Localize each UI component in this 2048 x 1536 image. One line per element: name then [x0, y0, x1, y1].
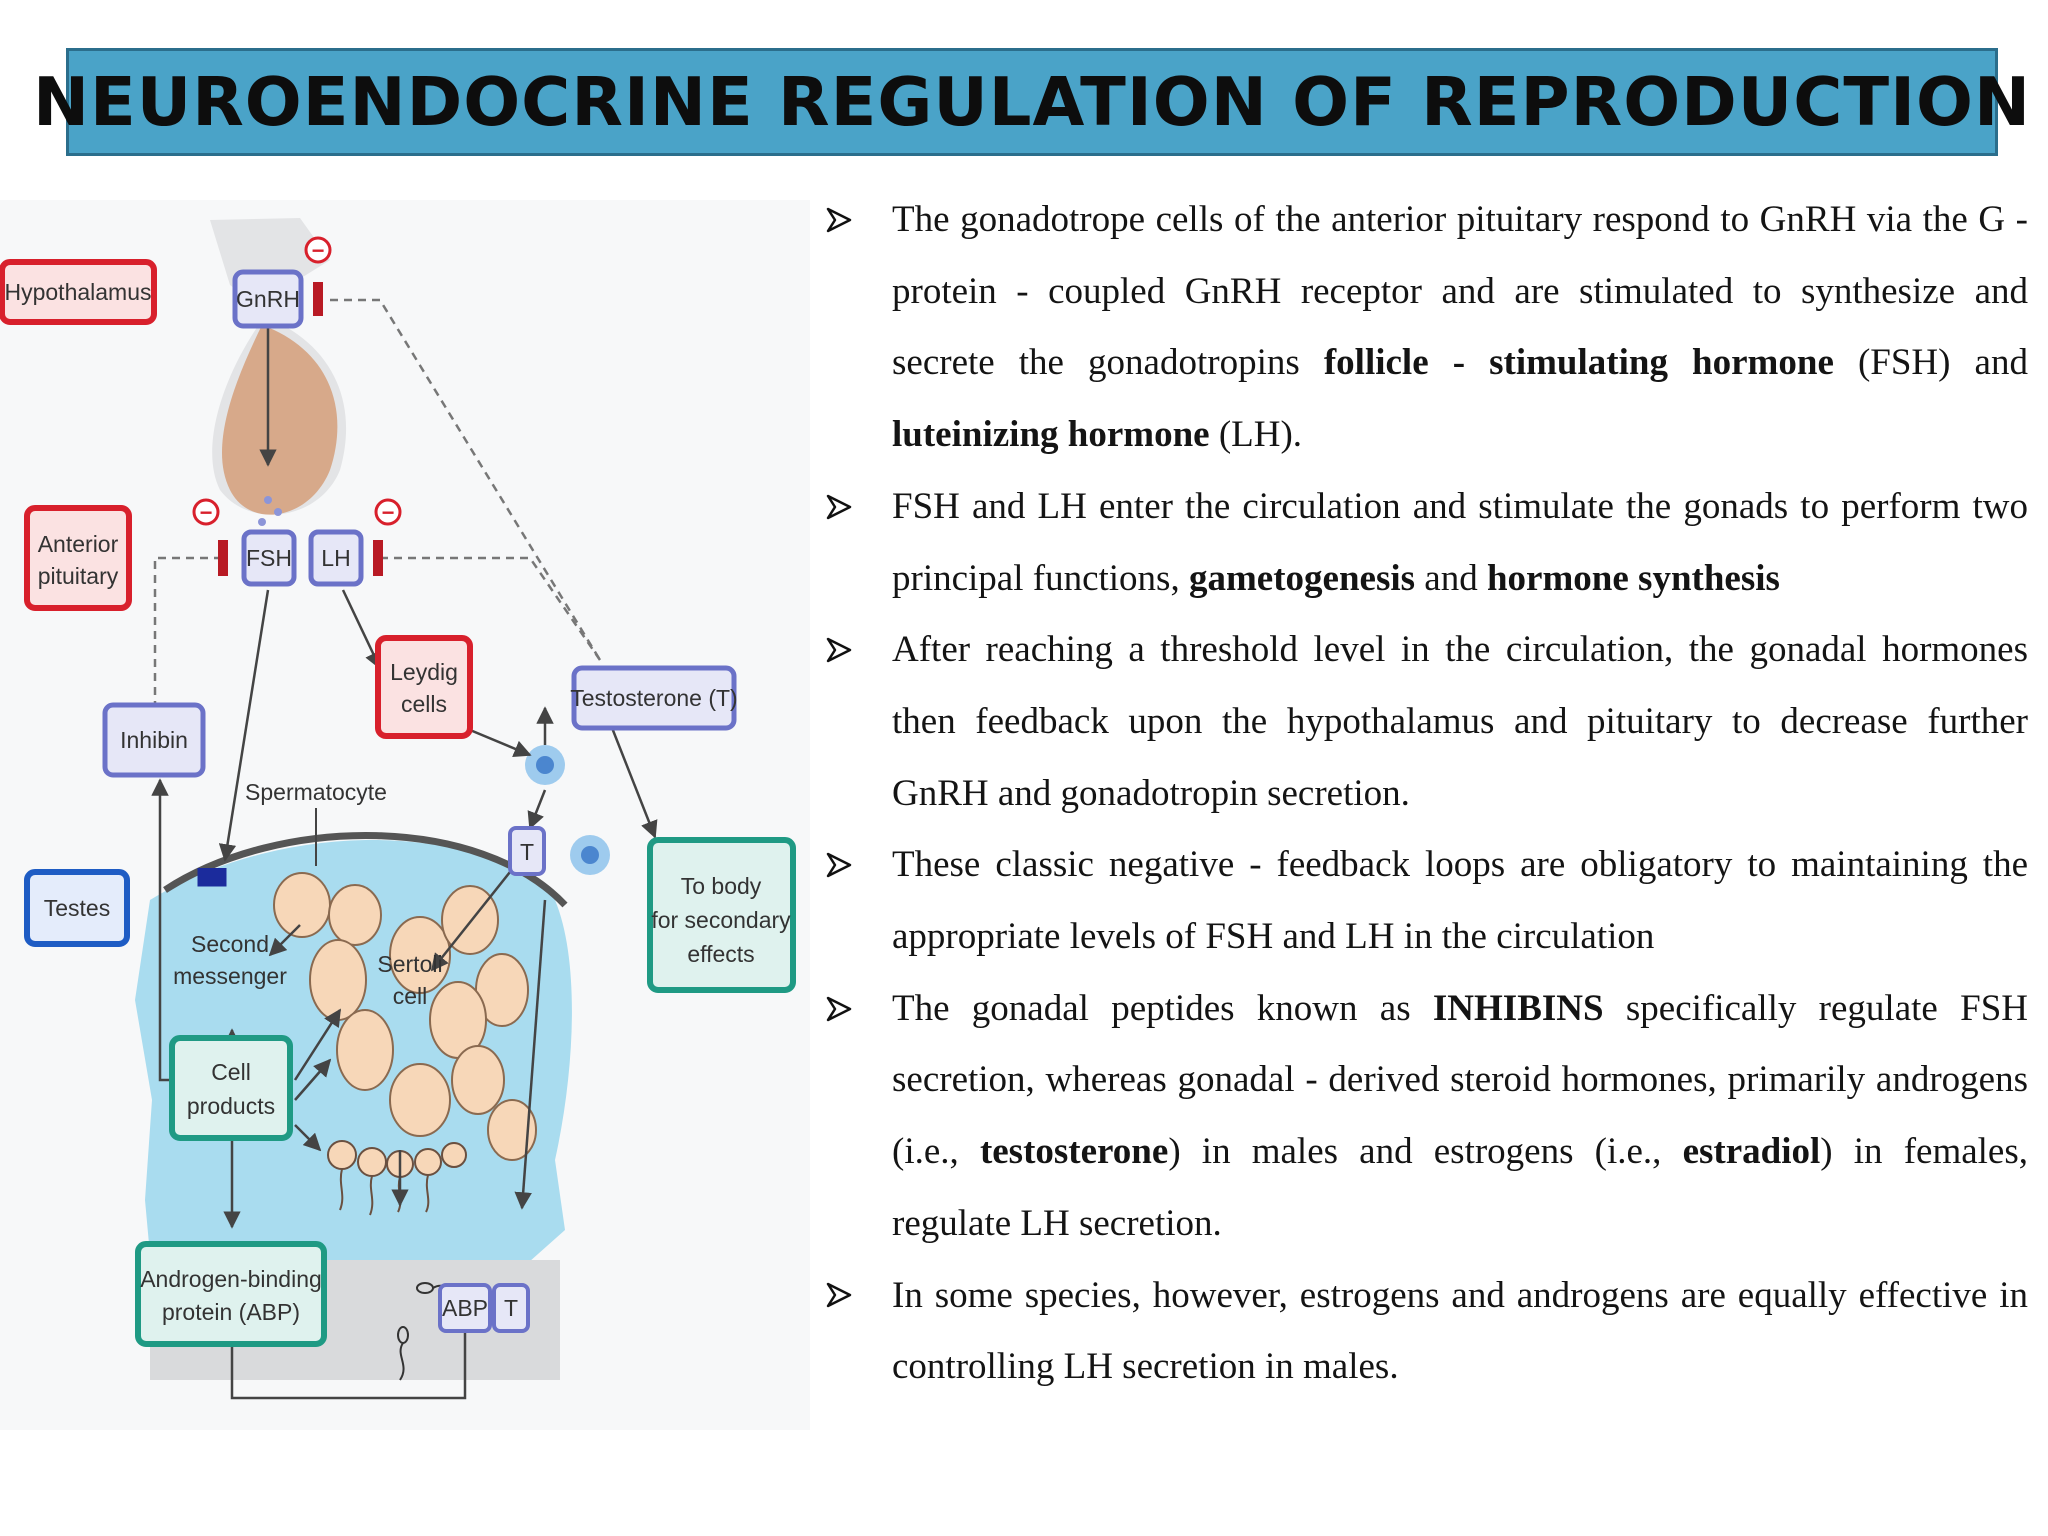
- svg-text:Cell: Cell: [211, 1059, 251, 1085]
- fsh-receptor: [197, 868, 227, 887]
- lh-box: LH: [308, 529, 364, 587]
- t-marker-box: T: [508, 826, 546, 876]
- arrow-bullet-icon: [826, 1260, 862, 1332]
- spermatids: [327, 1140, 467, 1216]
- pituitary-gland: [221, 325, 338, 515]
- svg-text:Inhibin: Inhibin: [120, 727, 188, 753]
- fsh-feedback-block: [218, 540, 228, 576]
- abp-marker-box: ABP: [438, 1283, 492, 1333]
- spermatocyte-label: Spermatocyte: [245, 779, 387, 805]
- reproduction-regulation-diagram: − − − Hypothalamus Anterior pituitary Le…: [0, 200, 810, 1430]
- svg-text:effects: effects: [687, 941, 754, 967]
- gnrh-feedback-block: [313, 282, 323, 316]
- svg-text:−: −: [200, 500, 213, 525]
- sertoli-cell-label-1: Sertoli: [377, 951, 442, 977]
- bullet-item: The gonadotrope cells of the anterior pi…: [826, 184, 2028, 471]
- fsh-box: FSH: [241, 529, 297, 587]
- lh-feedback-block: [373, 540, 383, 576]
- feedback-line-gnrh: [330, 298, 602, 661]
- svg-text:GnRH: GnRH: [236, 286, 300, 312]
- inhibition-symbol-fsh: −: [192, 498, 220, 526]
- svg-text:Testes: Testes: [44, 895, 110, 921]
- bullet-text: FSH and LH enter the circulation and sti…: [892, 485, 2028, 599]
- svg-text:Leydig: Leydig: [390, 659, 458, 685]
- bullet-text: In some species, however, estrogens and …: [892, 1274, 2028, 1388]
- testosterone-box: Testosterone (T): [570, 665, 738, 731]
- slide-title: NEUROENDOCRINE REGULATION OF REPRODUCTIO…: [32, 63, 2032, 141]
- testosterone-particle: [570, 835, 610, 875]
- bullet-list: The gonadotrope cells of the anterior pi…: [826, 184, 2028, 1403]
- sertoli-cell-label-2: cell: [393, 983, 428, 1009]
- svg-text:T: T: [504, 1295, 518, 1321]
- second-messenger-label-1: Second: [191, 931, 269, 957]
- svg-text:Anterior: Anterior: [38, 531, 119, 557]
- title-banner: NEUROENDOCRINE REGULATION OF REPRODUCTIO…: [33, 48, 2030, 156]
- t-lumen-marker-box: T: [492, 1283, 530, 1333]
- arrow-bullet-icon: [826, 184, 862, 256]
- gnrh-box: GnRH: [232, 269, 304, 329]
- svg-text:Androgen-binding: Androgen-binding: [140, 1266, 322, 1292]
- bullet-text: The gonadal peptides known as INHIBINS s…: [892, 987, 2029, 1244]
- svg-text:Testosterone (T): Testosterone (T): [570, 685, 737, 711]
- testes-label: Testes: [24, 869, 130, 947]
- arrow-bullet-icon: [826, 471, 862, 543]
- svg-text:cells: cells: [401, 691, 447, 717]
- bullet-item: After reaching a threshold level in the …: [826, 614, 2028, 829]
- germ-cells: [273, 872, 537, 1161]
- diagram-svg: − − − Hypothalamus Anterior pituitary Le…: [0, 200, 810, 1430]
- inhibin-box: Inhibin: [102, 702, 206, 778]
- inhibition-symbol-gnrh: −: [304, 236, 332, 264]
- feedback-line-lh: [380, 556, 602, 661]
- testosterone-particle: [525, 745, 565, 785]
- second-messenger-label-2: messenger: [173, 963, 287, 989]
- svg-text:T: T: [520, 839, 534, 865]
- svg-text:pituitary: pituitary: [38, 563, 119, 589]
- hypothalamus-label: Hypothalamus: [0, 259, 157, 325]
- bullet-item: In some species, however, estrogens and …: [826, 1260, 2028, 1403]
- svg-text:FSH: FSH: [246, 545, 292, 571]
- svg-text:ABP: ABP: [442, 1295, 488, 1321]
- svg-text:protein (ABP): protein (ABP): [162, 1299, 300, 1325]
- body-effects-box: To body for secondary effects: [647, 837, 796, 993]
- abp-protein-box: Androgen-binding protein (ABP): [135, 1241, 327, 1347]
- secretion-dot: [258, 518, 266, 526]
- bullet-text: After reaching a threshold level in the …: [892, 629, 2028, 814]
- arrow-bullet-icon: [826, 973, 862, 1045]
- arrow-bullet-icon: [826, 829, 862, 901]
- svg-text:Hypothalamus: Hypothalamus: [4, 279, 151, 305]
- leydig-cells-label: Leydig cells: [375, 635, 473, 739]
- bullet-text: The gonadotrope cells of the anterior pi…: [892, 199, 2028, 456]
- secretion-dot: [264, 496, 272, 504]
- cell-products-box: Cell products: [169, 1035, 293, 1141]
- secretion-dot: [274, 508, 282, 516]
- svg-text:−: −: [312, 238, 325, 263]
- bullet-item: These classic negative - feedback loops …: [826, 829, 2028, 972]
- bullet-item: FSH and LH enter the circulation and sti…: [826, 471, 2028, 614]
- svg-text:−: −: [382, 500, 395, 525]
- svg-text:To body: To body: [681, 873, 762, 899]
- anterior-pituitary-label: Anterior pituitary: [24, 505, 132, 611]
- svg-text:LH: LH: [321, 545, 350, 571]
- svg-text:products: products: [187, 1093, 275, 1119]
- bullet-item: The gonadal peptides known as INHIBINS s…: [826, 973, 2028, 1260]
- svg-text:for secondary: for secondary: [651, 907, 791, 933]
- bullet-text: These classic negative - feedback loops …: [892, 844, 2028, 958]
- inhibition-symbol-lh: −: [374, 498, 402, 526]
- arrow-bullet-icon: [826, 614, 862, 686]
